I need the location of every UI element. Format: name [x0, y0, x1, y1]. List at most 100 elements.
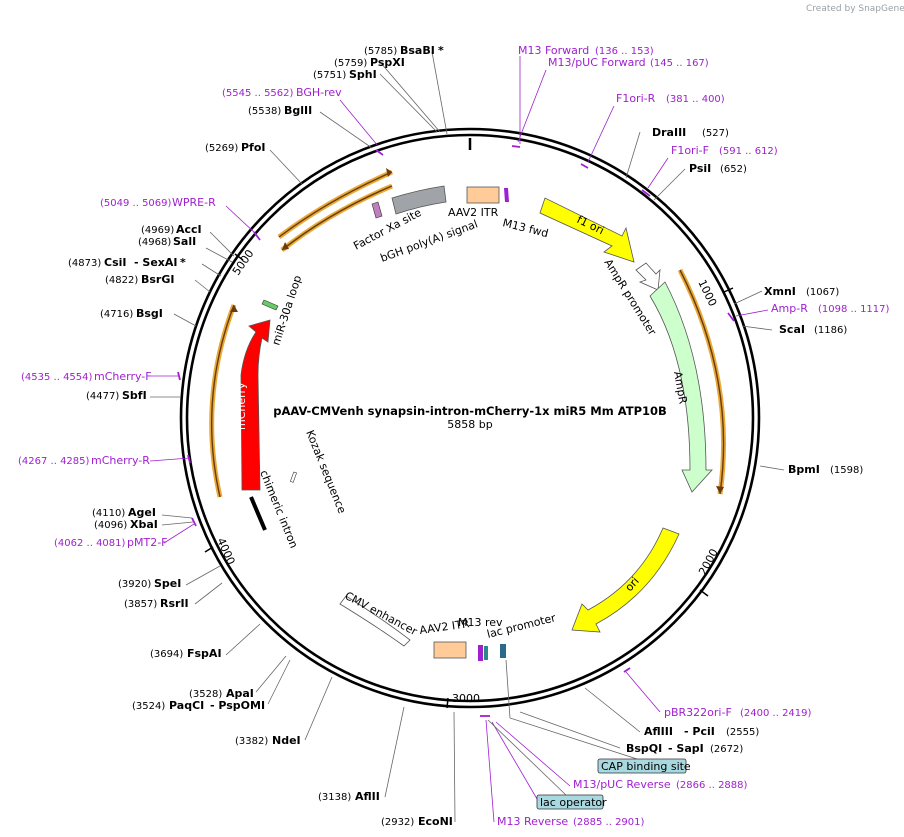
- backbone-inner: [185, 133, 755, 703]
- cap-binding-site-box[interactable]: [597, 758, 687, 774]
- mir30a-label: miR-30a loop: [269, 274, 304, 347]
- enzyme-scai-name[interactable]: ScaI: [779, 323, 805, 336]
- cap-leader: [505, 659, 641, 761]
- enzyme-apai-num: (3528): [189, 689, 222, 700]
- tick-2000: 2000: [696, 547, 721, 578]
- f1-ori-arrow: [539, 197, 635, 263]
- enzyme-afliii-name[interactable]: AflIII: [644, 725, 673, 738]
- chimeric-intron-bar: [249, 496, 267, 531]
- tick-4000: 4000: [214, 536, 237, 567]
- primer-pmt2f-name[interactable]: pMT2-F: [127, 536, 168, 549]
- lac-operator-marker: [484, 646, 488, 660]
- enzyme-csii-extra[interactable]: - SexAI: [134, 256, 177, 269]
- enzyme-acci-name[interactable]: AccI: [176, 223, 202, 236]
- primer-m13pucfwd-range: (145 .. 167): [650, 58, 709, 69]
- enzyme-bsrgi-name[interactable]: BsrGI: [141, 273, 174, 286]
- enzyme-draiii-num: (527): [702, 128, 729, 139]
- orf-arcs: [209, 169, 726, 498]
- enzyme-scai-num: (1186): [814, 325, 847, 336]
- enzyme-csii-name[interactable]: CsiI: [104, 256, 126, 269]
- enzyme-pfoi-num: (5269): [205, 143, 238, 154]
- kozak-marker: [289, 471, 297, 483]
- enzyme-bsgi-num: (4716): [100, 309, 133, 320]
- bgh-polya-box: [391, 185, 447, 215]
- m13-rev-label: M13 rev: [458, 616, 503, 629]
- lac-operator-box[interactable]: [536, 794, 604, 810]
- mcherry-arrow: [240, 319, 271, 491]
- enzyme-afliii-extra[interactable]: - PciI: [684, 725, 715, 738]
- aav2-itr-top-label: AAV2 ITR: [448, 206, 499, 219]
- enzyme-bspqi-extra[interactable]: - SapI: [668, 742, 704, 755]
- orf-arrowheads: [230, 168, 724, 494]
- enzyme-fspai-name[interactable]: FspAI: [187, 647, 222, 660]
- enzyme-bspqi-name[interactable]: BspQI: [626, 742, 662, 755]
- enzyme-aflii-num: (3138): [318, 792, 351, 803]
- primer-m13rev-range: (2885 .. 2901): [573, 817, 645, 828]
- m13-fwd-marker: [504, 188, 509, 202]
- enzyme-sphi-name[interactable]: SphI: [349, 68, 377, 81]
- primer-m13rev-name[interactable]: M13 Reverse: [497, 815, 568, 828]
- primer-ampr-range: (1098 .. 1117): [818, 304, 890, 315]
- plasmid-title: pAAV-CMVenh synapsin-intron-mCherry-1x m…: [273, 404, 667, 418]
- plasmid-length: 5858 bp: [447, 418, 492, 431]
- enzyme-sphi-num: (5751): [313, 70, 346, 81]
- enzyme-bpmi-name[interactable]: BpmI: [788, 463, 820, 476]
- enzyme-psii-name[interactable]: PsiI: [689, 162, 711, 175]
- enzyme-pfoi-name[interactable]: PfoI: [241, 141, 266, 154]
- enzyme-pspxi-num: (5759): [334, 58, 367, 69]
- ampr-promoter-arrow: [635, 262, 661, 291]
- enzyme-bsgi-name[interactable]: BsgI: [136, 307, 163, 320]
- enzyme-apai-name[interactable]: ApaI: [226, 687, 254, 700]
- primer-ampr-name[interactable]: Amp-R: [771, 302, 808, 315]
- primer-f1orir-name[interactable]: F1ori-R: [616, 92, 656, 105]
- primer-f1orif-name[interactable]: F1ori-F: [671, 144, 709, 157]
- primer-mcherryr-range: (4267 .. 4285): [18, 456, 90, 467]
- enzyme-econi-name[interactable]: EcoNI: [418, 815, 453, 828]
- enzyme-leaders: [150, 51, 785, 823]
- enzyme-csii-star: *: [180, 256, 186, 269]
- enzyme-agei-num: (4110): [92, 508, 125, 519]
- primer-pbr322-name[interactable]: pBR322ori-F: [664, 706, 732, 719]
- primer-mcherryr-name[interactable]: mCherry-R: [91, 454, 150, 467]
- primer-m13pucrev-name[interactable]: M13/pUC Reverse: [573, 778, 671, 791]
- enzyme-agei-name[interactable]: AgeI: [128, 506, 156, 519]
- ori-arrow: [571, 527, 680, 633]
- primer-wprer-range: (5049 .. 5069): [100, 198, 172, 209]
- enzyme-rsrii-name[interactable]: RsrII: [160, 597, 189, 610]
- enzyme-bglii-name[interactable]: BglII: [284, 104, 312, 117]
- enzyme-xbai-name[interactable]: XbaI: [130, 518, 158, 531]
- lacop-leader: [487, 719, 568, 797]
- enzyme-paqci-extra[interactable]: - PspOMI: [210, 699, 265, 712]
- enzyme-bsabi-num: (5785): [364, 46, 397, 57]
- enzyme-xmni-name[interactable]: XmnI: [764, 285, 796, 298]
- enzyme-draiii-name[interactable]: DraIII: [652, 126, 686, 139]
- enzyme-aflii-name[interactable]: AflII: [355, 790, 380, 803]
- enzyme-xmni-num: (1067): [806, 287, 839, 298]
- enzyme-xbai-num: (4096): [94, 520, 127, 531]
- enzyme-bsabi-name[interactable]: BsaBI: [400, 44, 435, 57]
- enzyme-sali-name[interactable]: SalI: [173, 235, 196, 248]
- enzyme-pspxi-name[interactable]: PspXI: [370, 56, 405, 69]
- primer-wprer-name[interactable]: WPRE-R: [172, 196, 216, 209]
- primer-bghrev-name[interactable]: BGH-rev: [296, 86, 342, 99]
- enzyme-ndei-name[interactable]: NdeI: [272, 734, 301, 747]
- enzyme-spei-name[interactable]: SpeI: [154, 577, 181, 590]
- enzyme-sbfi-name[interactable]: SbfI: [122, 389, 147, 402]
- enzyme-paqci-name[interactable]: PaqCI: [169, 699, 204, 712]
- enzyme-csii-num: (4873): [68, 258, 101, 269]
- primer-bghrev-range: (5545 .. 5562): [222, 88, 294, 99]
- cmv-enhancer-box: [339, 595, 411, 647]
- primer-m13pucfwd-name[interactable]: M13/pUC Forward: [548, 56, 646, 69]
- enzyme-fspai-num: (3694): [150, 649, 183, 660]
- primer-mcherryf-name[interactable]: mCherry-F: [94, 370, 152, 383]
- enzyme-sali-num: (4968): [138, 237, 171, 248]
- primer-m13fwd-range: (136 .. 153): [595, 46, 654, 57]
- primer-pmt2f-range: (4062 .. 4081): [54, 538, 126, 549]
- aav2-itr-bottom-box: [433, 641, 467, 659]
- aav2-itr-top-box: [466, 186, 500, 204]
- primer-m13fwd-name[interactable]: M13 Forward: [518, 44, 589, 57]
- tick-3000: 3000: [452, 692, 480, 705]
- mir30a-marker: [261, 299, 279, 311]
- ampr-arrow: [649, 281, 713, 493]
- m13-rev-marker: [478, 645, 483, 661]
